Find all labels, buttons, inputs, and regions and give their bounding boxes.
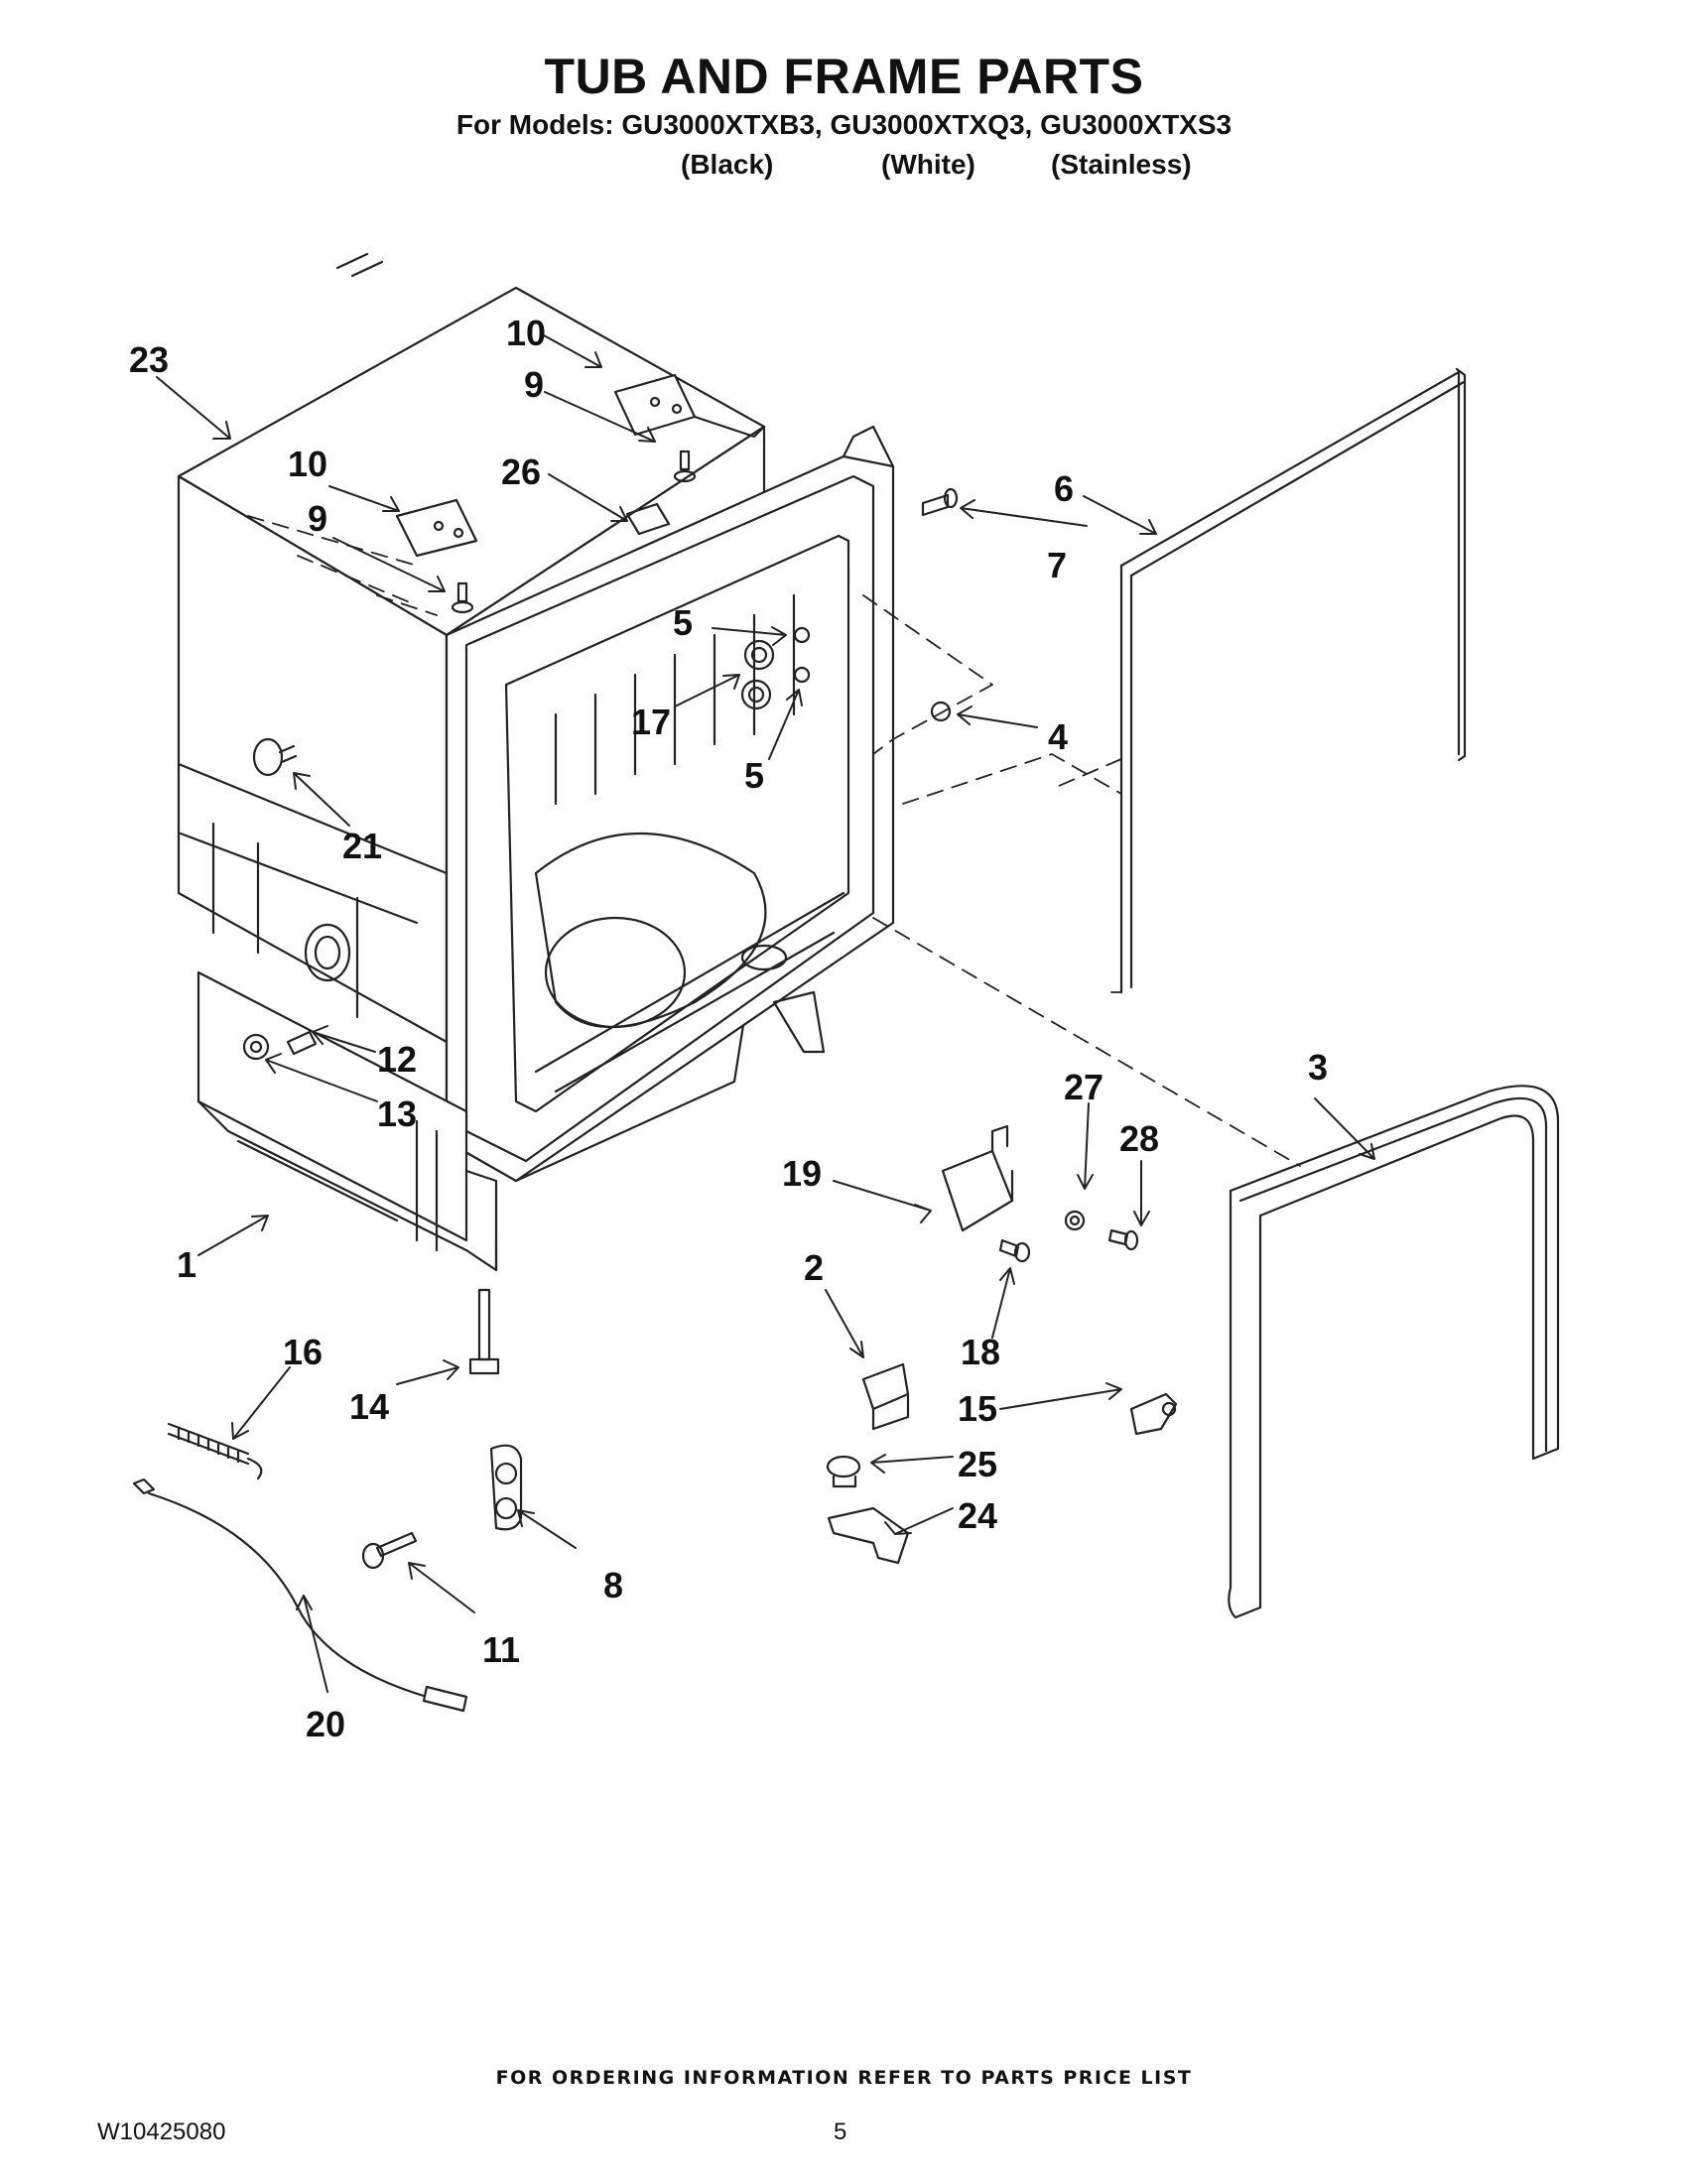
callout-13: 13: [377, 1093, 417, 1134]
callout-labels: 1 2 3 4 5 5 6 7 8 9 9 10 10 11 12 13 14 …: [129, 313, 1328, 1744]
callout-1: 1: [177, 1244, 196, 1285]
variant-black: (Black): [681, 149, 774, 180]
callout-14: 14: [349, 1386, 389, 1427]
callout-25: 25: [958, 1444, 997, 1484]
callout-17: 17: [631, 702, 671, 742]
callout-11: 11: [482, 1629, 520, 1670]
door-gasket-6: [1119, 367, 1467, 994]
callout-16: 16: [283, 1332, 323, 1372]
screw-9-lower: [451, 581, 474, 614]
callout-9-lower: 9: [308, 498, 327, 539]
callout-24: 24: [958, 1495, 997, 1536]
hinge-bracket-10-lower: [395, 498, 478, 558]
callout-4: 4: [1048, 716, 1068, 757]
callout-27: 27: [1064, 1067, 1104, 1107]
screw-9-upper: [673, 450, 697, 483]
spring-16: [167, 1422, 263, 1480]
callout-5-upper: 5: [673, 602, 693, 643]
callout-2: 2: [804, 1247, 824, 1288]
callout-9-upper: 9: [524, 364, 544, 405]
document-number: W10425080: [97, 2119, 226, 2145]
ordering-note: FOR ORDERING INFORMATION REFER TO PARTS …: [495, 2067, 1193, 2089]
callout-23: 23: [129, 339, 169, 380]
callout-28: 28: [1119, 1118, 1159, 1159]
callout-20: 20: [306, 1704, 345, 1744]
washers-5: [793, 626, 811, 684]
callout-8: 8: [603, 1565, 623, 1606]
screw-12: [286, 1030, 318, 1056]
callout-10-lower: 10: [288, 444, 327, 484]
variant-white: (White): [881, 149, 975, 180]
mount-8: [489, 1444, 523, 1531]
callout-21: 21: [342, 826, 382, 866]
reference-lines: [247, 515, 1301, 1167]
callout-5-lower: 5: [744, 755, 764, 796]
callout-10-upper: 10: [506, 313, 546, 353]
door-seal-3: [1228, 1085, 1560, 1619]
screw-18: [998, 1238, 1031, 1263]
page-number: 5: [834, 2119, 847, 2145]
screw-7: [921, 487, 959, 517]
grommets-17: [740, 639, 775, 710]
leveling-leg-14: [468, 1288, 500, 1375]
callout-6: 6: [1054, 468, 1074, 509]
bracket-24: [827, 1506, 910, 1565]
callout-3: 3: [1308, 1047, 1328, 1088]
tub-bracket-26: [625, 502, 671, 536]
callout-12: 12: [377, 1039, 417, 1080]
plug-4: [930, 701, 952, 722]
bracket-19: [941, 1124, 1014, 1232]
callout-18: 18: [961, 1332, 1000, 1372]
callout-26: 26: [501, 451, 541, 492]
callout-19: 19: [782, 1153, 822, 1194]
callout-15: 15: [958, 1388, 997, 1429]
leader-arrows: [156, 334, 1375, 1693]
base-frame: [196, 970, 826, 1272]
plug-21: [252, 737, 298, 777]
nut-27: [1064, 1210, 1086, 1231]
page-title: TUB AND FRAME PARTS: [544, 49, 1144, 104]
screw-28: [1107, 1228, 1139, 1251]
latch-2: [861, 1362, 910, 1431]
wire-harness-20: [132, 1477, 468, 1713]
screw-11: [361, 1531, 418, 1570]
models-line: For Models: GU3000XTXB3, GU3000XTXQ3, GU…: [455, 109, 1233, 140]
variant-stainless: (Stainless): [1051, 149, 1192, 180]
hinge-bracket-10-upper: [613, 373, 697, 437]
callout-7: 7: [1047, 545, 1067, 585]
sensor-25: [826, 1455, 861, 1488]
clip-15: [1129, 1392, 1178, 1436]
